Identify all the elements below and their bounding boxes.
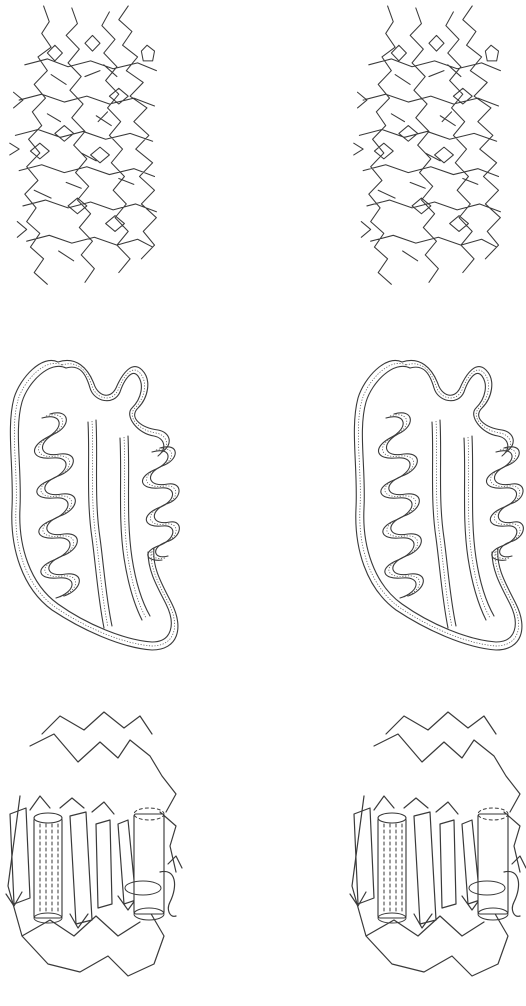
cartoon-model-left [6,712,182,976]
wireframe-model-left [10,6,157,284]
ribbon-model-right [354,360,523,650]
wireframe-model-right [354,6,501,284]
ribbon-model-left [10,360,179,650]
cartoon-model-right [350,712,526,976]
